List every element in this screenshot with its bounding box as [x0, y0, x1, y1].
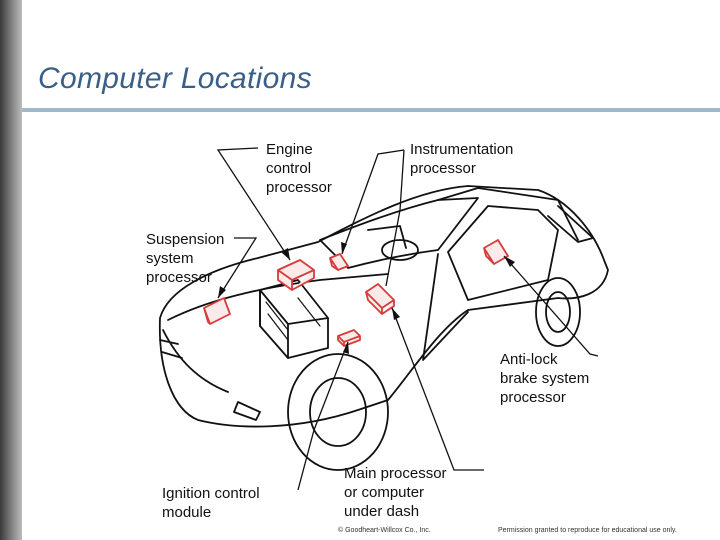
- permission-footer: Permission granted to reproduce for educ…: [498, 527, 677, 534]
- copyright-footer: © Goodheart-Willcox Co., Inc.: [338, 527, 431, 534]
- engine-control-module: [277, 259, 315, 291]
- arrowhead-suspension: [218, 286, 226, 298]
- car-roof-line: [437, 187, 579, 241]
- label-suspension: Suspension system processor: [146, 231, 225, 286]
- ignition-module: [337, 329, 361, 347]
- label-instrumentation: Instrumentation processor: [410, 141, 514, 177]
- instrumentation-module: [329, 253, 349, 271]
- arrowhead-engine: [281, 248, 290, 260]
- antilock-module: [483, 239, 509, 265]
- car-front-hub: [309, 377, 367, 447]
- arrowhead-ignition: [343, 342, 349, 354]
- dash-module: [365, 283, 395, 315]
- arrowhead-antilock: [504, 256, 515, 267]
- arrow-ignition: [297, 341, 349, 491]
- car-headlight: [233, 401, 261, 421]
- arrowhead-instrumentation: [341, 242, 347, 254]
- car-illustration: [158, 147, 609, 491]
- arrow-antilock: [503, 255, 599, 357]
- title-underline: [22, 108, 720, 112]
- steering-wheel: [381, 239, 419, 261]
- car-grille: [159, 339, 183, 359]
- label-antilock: Anti-lock brake system processor: [500, 351, 590, 406]
- car-windshield: [319, 197, 479, 269]
- car-rear-glass: [547, 205, 594, 243]
- slide-side-bar: [0, 0, 22, 540]
- car-diagram: Engine control processor Instrumentation…: [138, 130, 616, 522]
- suspension-module: [203, 297, 231, 325]
- car-front-wheel: [287, 353, 389, 471]
- arrow-engine: [216, 147, 291, 261]
- car-door-line: [422, 253, 469, 361]
- arrowhead-main: [392, 308, 400, 320]
- processor-modules: [203, 239, 509, 347]
- label-main-processor: Main processor or computer under dash: [344, 465, 447, 520]
- slide-title: Computer Locations: [38, 62, 312, 95]
- arrow-suspension: [217, 237, 258, 299]
- label-ignition-control: Ignition control module: [162, 485, 260, 521]
- arrow-main: [391, 307, 484, 471]
- car-rear-wheel: [535, 277, 581, 347]
- car-side-window: [447, 205, 559, 301]
- car-hood-line: [167, 273, 389, 321]
- label-engine-control: Engine control processor: [266, 141, 332, 196]
- arrow-instrumentation-2: [385, 149, 405, 287]
- car-front-fascia: [162, 329, 229, 393]
- arrow-instrumentation: [341, 149, 405, 255]
- car-rear-hub: [545, 291, 571, 333]
- seat: [367, 225, 407, 249]
